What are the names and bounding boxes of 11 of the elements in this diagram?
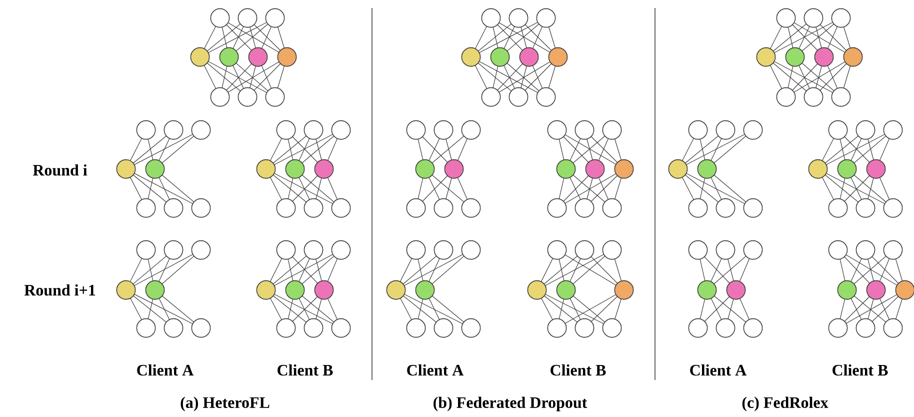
client-label: Client B (550, 364, 606, 376)
row-label: Round i+1 (24, 284, 96, 296)
client-label: Client A (407, 364, 464, 376)
subfigure-caption: (b) Federated Dropout (434, 396, 588, 412)
client-label: Client A (137, 364, 194, 376)
client-label: Client B (832, 364, 888, 376)
subfigure-caption: (c) FedRolex (742, 396, 828, 412)
row-label: Round i (32, 164, 88, 176)
client-label: Client B (278, 364, 333, 376)
client-label: Client A (690, 364, 747, 376)
subfigure-caption: (a) HeteroFL (180, 396, 270, 412)
